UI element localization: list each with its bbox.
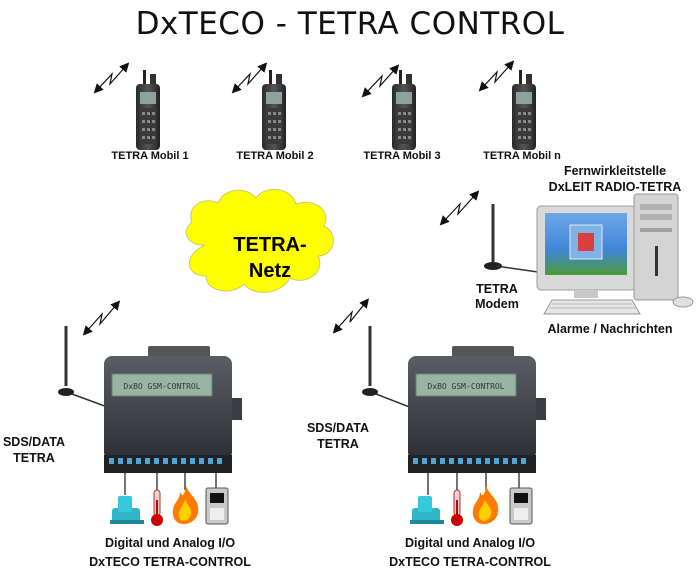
network-label: TETRA- Netz [210,232,330,284]
control-center-group [439,190,694,315]
signal-zigzag-icon [478,60,515,92]
signal-zigzag-icon [439,190,480,226]
controller-display: DxBO GSM-CONTROL [427,382,504,391]
radio-n-group [478,60,536,150]
controller-2-side-label: SDS/DATA TETRA [304,420,372,452]
controller-display: DxBO GSM-CONTROL [123,382,200,391]
meter-icon [205,487,229,525]
pump-icon [410,496,444,524]
radio-label-2: TETRA Mobil 2 [236,150,314,162]
signal-zigzag-icon [361,64,400,98]
controller-1-group: DxBO GSM-CONTROL [58,300,242,526]
radio-icon [512,70,536,150]
radio-label-n: TETRA Mobil n [483,150,561,162]
modem-label-line1: TETRA [476,282,518,296]
modem-label-line2: Modem [475,297,519,311]
pump-icon [110,496,144,524]
radio-label-1: TETRA Mobil 1 [111,150,189,162]
radio-icon [136,70,160,150]
thermometer-icon [451,489,463,526]
controller-1-side-line1: SDS/DATA [2,435,66,449]
controller-1-caption-line2: DxTECO TETRA-CONTROL [89,555,251,569]
signal-zigzag-icon [82,300,121,336]
meter-icon [509,487,533,525]
controller-2-caption-line1: Digital und Analog I/O [404,536,536,550]
controller-2-side-line2: TETRA [317,437,359,451]
modem-label: TETRA Modem [462,282,532,312]
signal-zigzag-icon [93,62,130,94]
controller-2-side-line1: SDS/DATA [306,421,370,435]
control-center-caption: Alarme / Nachrichten [547,322,673,336]
antenna-icon [58,326,111,409]
radio-icon [262,70,286,150]
controller-1-side-label: SDS/DATA TETRA [0,434,68,466]
radio-3-group [361,64,416,150]
thermometer-icon [151,489,163,526]
page-title: DxTECO - TETRA CONTROL [135,6,565,42]
signal-zigzag-icon [231,62,268,94]
controller-device: DxBO GSM-CONTROL [408,346,546,495]
controller-device: DxBO GSM-CONTROL [104,346,242,495]
flame-icon [172,486,199,524]
controller-2-caption: Digital und Analog I/O DxTECO TETRA-CONT… [380,534,560,572]
network-cloud [185,189,334,293]
signal-zigzag-icon [332,298,369,334]
control-center-title: Fernwirkleitstelle [563,164,667,178]
controller-1-side-line2: TETRA [13,451,55,465]
antenna-icon [484,204,546,274]
controller-1-caption: Digital und Analog I/O DxTECO TETRA-CONT… [80,534,260,572]
radio-label-3: TETRA Mobil 3 [363,150,441,162]
computer-icon [536,193,694,315]
antenna-icon [362,326,413,409]
network-label-line1: TETRA- [233,234,307,256]
controller-2-caption-line2: DxTECO TETRA-CONTROL [389,555,551,569]
flame-icon [472,486,499,524]
network-label-line2: Netz [248,260,292,282]
radio-icon [392,70,416,150]
controller-2-group: DxBO GSM-CONTROL [332,298,546,526]
radio-1-group [93,62,160,150]
control-center-subtitle: DxLEIT RADIO-TETRA [548,180,682,194]
controller-1-caption-line1: Digital und Analog I/O [104,536,236,550]
radio-2-group [231,62,286,150]
